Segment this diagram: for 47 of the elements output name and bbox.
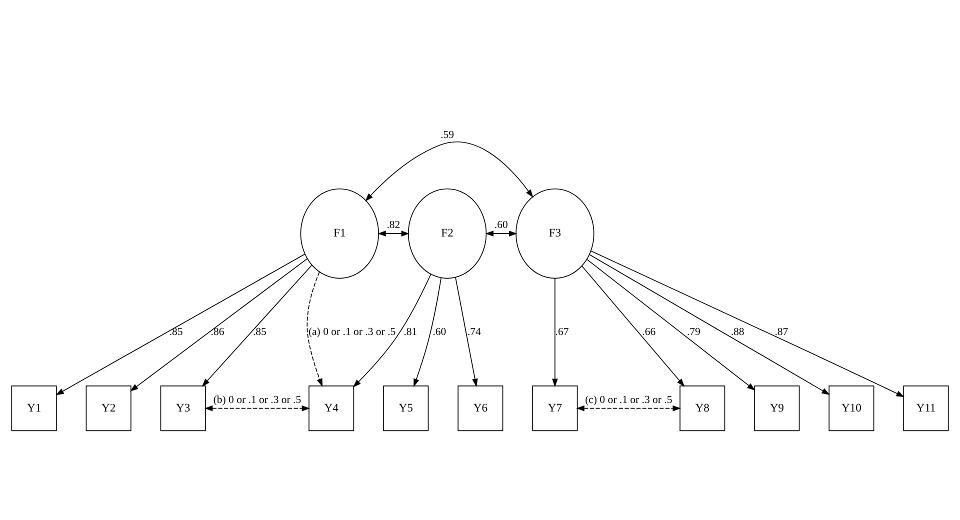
arrow [352,273,432,388]
edge-label: .79 [686,325,700,338]
edge-label: .87 [774,325,788,338]
edge-label: (c) 0 or .1 or .3 or .5 [585,393,672,406]
node-box: Y2 [86,385,132,431]
node-box: Y4 [308,385,354,431]
arrow [414,276,442,386]
node-box: Y11 [903,385,949,431]
edge-label: .81 [404,325,418,338]
arrow [204,404,310,411]
edge-label: .86 [210,325,224,338]
node-box: Y8 [680,385,726,431]
edge-label: (a) 0 or .1 or .3 or .5 [308,325,396,338]
edge-label: .88 [730,325,744,338]
edge-label: .66 [642,325,656,338]
edge-label: .82 [386,218,400,231]
edge-label: .85 [252,325,266,338]
node-ellipse: F1 [300,188,379,278]
arrow [202,264,312,386]
arrow [378,230,410,236]
arrow [365,141,534,201]
edge-label: (b) 0 or .1 or .3 or .5 [213,393,302,406]
edge-label: .60 [494,218,508,231]
edge-label: .74 [467,325,481,338]
edge-label: .60 [432,325,446,338]
arrow [552,277,558,387]
arrow [485,230,518,236]
arrow [582,265,685,386]
node-box: Y5 [383,385,429,431]
arrow [56,253,306,395]
node-box: Y6 [458,385,504,431]
arrow [590,250,905,397]
arrow [586,258,756,390]
node-box: Y1 [11,385,57,431]
node-box: Y9 [754,385,800,431]
node-ellipse: F2 [408,188,487,278]
arrow [589,254,830,394]
arrow [455,276,478,387]
edge-label: .85 [169,325,183,338]
node-box: Y3 [160,385,206,431]
arrow [306,271,323,386]
edge-label: .67 [555,325,569,338]
arrow [130,258,308,391]
node-box: Y7 [532,385,578,431]
node-box: Y10 [828,385,874,431]
edge-label: .59 [440,128,454,140]
arrow [576,404,682,411]
